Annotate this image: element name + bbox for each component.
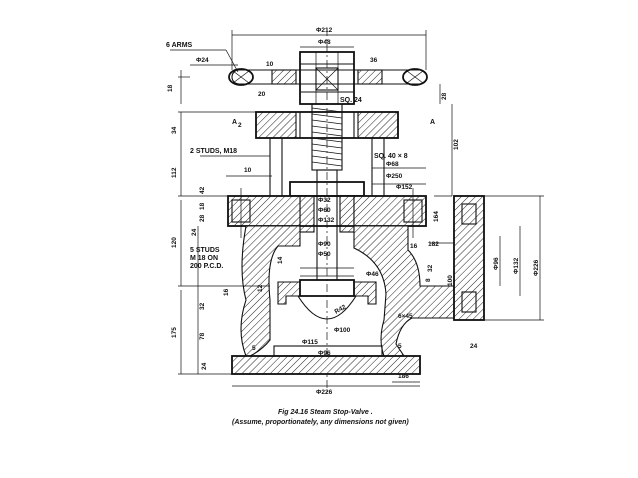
- dim-phi132: Φ132: [318, 217, 335, 224]
- dim-phi50: Φ50: [318, 251, 331, 258]
- valve-body: [231, 195, 485, 375]
- valve-drawing: Φ212 Φ48 6 ARMS Φ24 36 10 20 18 SQ. 24 2…: [166, 27, 544, 426]
- dim-32-l: 32: [199, 302, 206, 310]
- dim-18-b: 18: [199, 202, 206, 210]
- dim-78: 78: [199, 332, 206, 340]
- cover-flange: [227, 188, 427, 238]
- dim-20: 20: [258, 91, 266, 98]
- dim-24-b: 24: [191, 228, 198, 236]
- dim-phi226: Φ226: [316, 389, 333, 396]
- dim-8: 8: [425, 278, 432, 282]
- dim-10-top: 10: [266, 61, 274, 68]
- dim-phi226-right: Φ226: [533, 259, 540, 276]
- dim-6x45: 6×45: [398, 313, 413, 320]
- label-5-studs: 5 STUDS: [190, 247, 220, 254]
- dim-phi96: Φ96: [318, 350, 331, 357]
- label-sq40x8: SQ. 40 × 8: [374, 153, 408, 160]
- dim-16-l: 16: [223, 288, 230, 296]
- dim-120: 120: [171, 237, 178, 248]
- dim-phi152: Φ152: [396, 184, 413, 191]
- dimension-labels: Φ212 Φ48 6 ARMS Φ24 36 10 20 18 SQ. 24 2…: [166, 27, 540, 396]
- dim-36: 36: [370, 57, 378, 64]
- dim-phi90: Φ90: [318, 241, 331, 248]
- dim-32-v: 32: [427, 264, 434, 272]
- handwheel: [228, 51, 428, 105]
- dim-112: 112: [171, 167, 178, 178]
- dim-5-left: 5: [252, 345, 256, 352]
- label-section-a2: A: [232, 119, 237, 126]
- dim-28: 28: [441, 92, 448, 100]
- dim-phi32: Φ32: [318, 197, 331, 204]
- dim-24-right: 24: [470, 343, 478, 350]
- dim-phi24-arm: Φ24: [196, 57, 209, 64]
- dim-182: 182: [428, 241, 439, 248]
- figure-caption: Fig 24.16 Steam Stop-Valve . (Assume, pr…: [232, 409, 409, 426]
- dim-phi212: Φ212: [316, 27, 333, 34]
- arm-end-left: [228, 68, 254, 86]
- label-sq24: SQ. 24: [340, 97, 362, 104]
- dim-16: 16: [410, 243, 418, 250]
- label-2-studs-m18: 2 STUDS, M18: [190, 148, 237, 155]
- label-200-pcd: 200 P.C.D.: [190, 263, 223, 270]
- dim-28-b: 28: [199, 214, 206, 222]
- dim-phi115: Φ115: [302, 339, 318, 346]
- dim-14: 14: [277, 256, 284, 264]
- spindle: [311, 103, 343, 281]
- dim-175: 175: [171, 327, 178, 338]
- label-section-a2-sub: 2: [238, 122, 242, 129]
- dim-18: 18: [167, 84, 174, 92]
- yoke: [255, 111, 399, 196]
- dim-phi100: Φ100: [334, 327, 351, 334]
- dim-12: 12: [257, 284, 264, 292]
- dim-phi48: Φ48: [318, 39, 331, 46]
- dim-42: 42: [199, 186, 206, 194]
- dim-phi68: Φ68: [386, 161, 399, 168]
- dimension-lines: [170, 30, 544, 387]
- dim-phi46: Φ46: [366, 271, 379, 278]
- dim-186: 186: [398, 373, 409, 380]
- label-6-arms: 6 ARMS: [166, 42, 193, 49]
- dim-164: 164: [433, 211, 440, 222]
- dim-5-right: 5: [398, 343, 402, 350]
- valve-disc: [299, 279, 355, 297]
- label-section-a: A: [430, 119, 435, 126]
- dim-10-mid: 10: [244, 167, 252, 174]
- dim-phi60: Φ60: [318, 207, 331, 214]
- caption-title: Fig 24.16 Steam Stop-Valve .: [278, 409, 373, 416]
- dim-phi96-right: Φ96: [493, 257, 500, 270]
- dim-100-v: 100: [447, 275, 454, 286]
- gland: [289, 181, 365, 233]
- label-m18-on: M 18 ON: [190, 255, 218, 262]
- dim-102: 102: [453, 139, 460, 150]
- arm-end-right: [402, 68, 428, 86]
- dim-phi132-right: Φ132: [513, 257, 520, 274]
- caption-note: (Assume, proportionately, any dimensions…: [232, 419, 409, 426]
- dim-34: 34: [171, 126, 178, 134]
- dim-24-bottom-left: 24: [201, 362, 208, 370]
- dim-phi250: Φ250: [386, 173, 403, 180]
